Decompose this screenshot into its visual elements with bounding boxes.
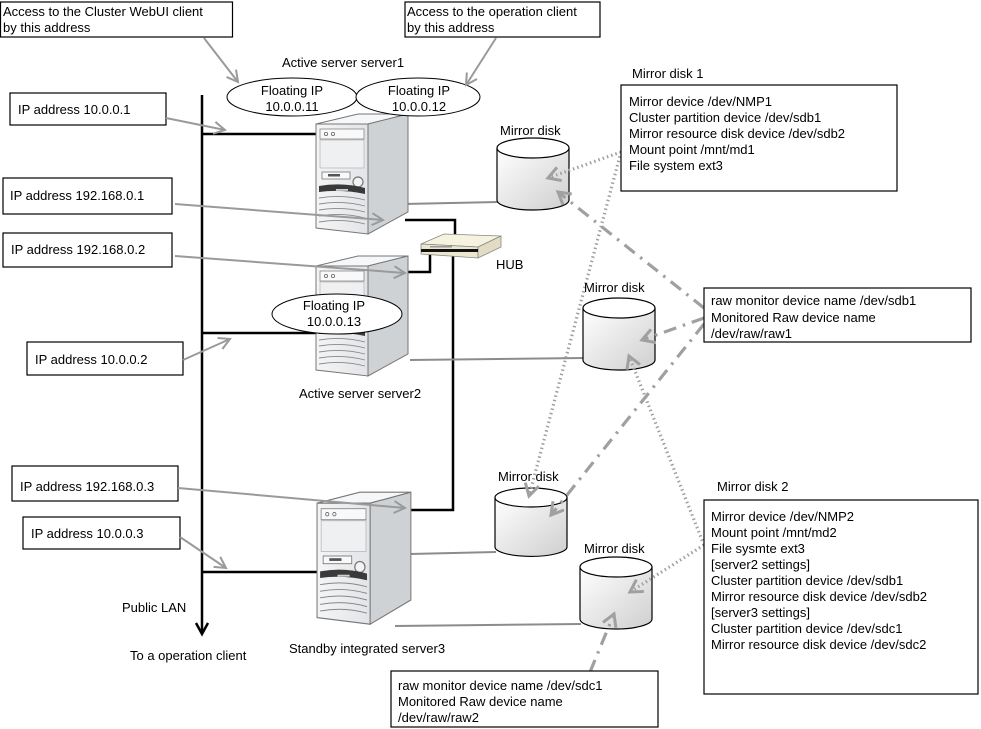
ip-label-192-168-0-3: IP address 192.168.0.3	[11, 465, 179, 502]
public-lan-label: Public LAN	[122, 600, 186, 615]
callout-operation-client: Access to the operation client by this a…	[404, 1, 601, 38]
pointer-operation-to-fip2	[464, 37, 497, 87]
hub-link-server1	[405, 218, 457, 238]
info-line: raw monitor device name /dev/sdc1	[398, 678, 602, 693]
raw-monitor-1-info-box: raw monitor device name /dev/sdb1 Monito…	[703, 287, 972, 343]
to-operation-client-label: To a operation client	[130, 648, 247, 663]
info-line: raw monitor device name /dev/sdb1	[711, 293, 916, 308]
callout-operation-line-1: Access to the operation client	[407, 4, 577, 19]
ip-label-text: IP address 192.168.0.3	[20, 479, 154, 494]
ip-label-10-0-0-2: IP address 10.0.0.2	[26, 341, 184, 376]
disk-link-server3-a	[409, 551, 497, 555]
floating-ip-2-label: Floating IP	[388, 83, 450, 98]
pointer-ip-6	[179, 536, 228, 570]
ip-label-192-168-0-2: IP address 192.168.0.2	[2, 232, 173, 268]
raw1-link-disk3	[551, 322, 706, 515]
info-line: Mirror resource disk device /dev/sdc2	[711, 637, 926, 652]
hub-link-server3	[408, 256, 455, 512]
floating-ip-1-label: Floating IP	[261, 83, 323, 98]
disk-link-server2	[409, 357, 585, 361]
info-line: Monitored Raw device name	[711, 310, 876, 325]
mirror1-link-disk3	[529, 151, 623, 496]
floating-ip-1: Floating IP 10.0.0.11	[226, 77, 358, 117]
info-line: [server3 settings]	[711, 605, 810, 620]
info-line: Cluster partition device /dev/sdb1	[711, 573, 903, 588]
callout-webui-line-2: by this address	[3, 20, 91, 35]
info-line: Monitored Raw device name	[398, 694, 563, 709]
raw1-link-disk2	[642, 316, 705, 340]
mirror-disk-server2-icon	[582, 297, 656, 371]
hub-link-server2	[405, 254, 432, 274]
mirror-disk-label: Mirror disk	[584, 541, 645, 556]
info-line: /dev/raw/raw2	[398, 710, 479, 725]
info-line: /dev/raw/raw1	[711, 326, 792, 341]
server3-label: Standby integrated server3	[289, 641, 445, 656]
server2-label: Active server server2	[299, 386, 421, 401]
mirror-disk-1-info-box: Mirror device /dev/NMP1 Cluster partitio…	[620, 84, 898, 192]
server3-icon	[316, 491, 412, 625]
floating-ip-3: Floating IP 10.0.0.13	[271, 293, 403, 335]
mirror-disk-server3-b-icon	[579, 556, 653, 630]
ip-label-text: IP address 192.168.0.1	[10, 188, 144, 203]
mirror-disk-label: Mirror disk	[498, 469, 559, 484]
pointer-webui-to-fip1	[203, 37, 240, 84]
pointer-ip-3	[174, 255, 408, 280]
mirror-disk-2-info-box: Mirror device /dev/NMP2 Mount point /mnt…	[703, 499, 979, 695]
ip-label-192-168-0-1: IP address 192.168.0.1	[2, 177, 173, 215]
info-line: File system ext3	[629, 158, 723, 173]
info-line: File sysmte ext3	[711, 541, 805, 556]
info-line: [server2 settings]	[711, 557, 810, 572]
raw-monitor-2-info-box: raw monitor device name /dev/sdc1 Monito…	[390, 670, 659, 728]
info-line: Mirror device /dev/NMP1	[629, 94, 772, 109]
info-line: Cluster partition device /dev/sdc1	[711, 621, 902, 636]
mirror-disk-label: Mirror disk	[500, 123, 561, 138]
pointer-ip-2	[174, 203, 386, 227]
disk-link-server3-b	[394, 623, 582, 627]
floating-ip-1-address: 10.0.0.11	[265, 99, 318, 114]
info-line: Mount point /mnt/md1	[629, 142, 755, 157]
ip-label-10-0-0-1: IP address 10.0.0.1	[9, 92, 167, 126]
pointer-ip-1	[165, 117, 228, 135]
hub-icon	[420, 233, 502, 259]
callout-webui-client: Access to the Cluster WebUI client by th…	[0, 1, 234, 38]
ip-label-10-0-0-3: IP address 10.0.0.3	[22, 516, 181, 550]
ip-label-text: IP address 10.0.0.1	[18, 102, 131, 117]
pointer-ip-4	[182, 337, 232, 361]
mirror2-link-disk4	[630, 543, 705, 592]
server1-label: Active server server1	[282, 55, 404, 70]
mirror-disk-2-title: Mirror disk 2	[717, 479, 789, 494]
mirror-disk-label: Mirror disk	[584, 280, 645, 295]
callout-webui-line-1: Access to the Cluster WebUI client	[3, 4, 203, 19]
info-line: Mirror device /dev/NMP2	[711, 509, 854, 524]
floating-ip-2: Floating IP 10.0.0.12	[355, 77, 481, 117]
floating-ip-2-address: 10.0.0.12	[392, 99, 446, 114]
mirror-disk-1-title: Mirror disk 1	[632, 66, 704, 81]
callout-operation-line-2: by this address	[407, 20, 495, 35]
floating-ip-3-address: 10.0.0.13	[307, 314, 361, 329]
hub-label: HUB	[496, 257, 523, 272]
ip-label-text: IP address 10.0.0.2	[35, 352, 148, 367]
raw1-link-disk1	[558, 192, 705, 310]
info-line: Cluster partition device /dev/sdb1	[629, 110, 821, 125]
info-line: Mirror resource disk device /dev/sdb2	[711, 589, 927, 604]
mirror-disk-server3-a-icon	[494, 487, 568, 558]
info-line: Mount point /mnt/md2	[711, 525, 837, 540]
info-line: Mirror resource disk device /dev/sdb2	[629, 126, 845, 141]
ip-label-text: IP address 10.0.0.3	[31, 526, 144, 541]
disk-link-server1	[403, 201, 499, 205]
pointer-ip-5	[177, 487, 408, 514]
raw2-link-disk4	[588, 614, 614, 673]
floating-ip-3-label: Floating IP	[303, 298, 365, 313]
mirror2-link-disk2	[629, 356, 706, 546]
ip-label-text: IP address 192.168.0.2	[11, 242, 145, 257]
mirror-disk-server1-icon	[496, 137, 570, 211]
